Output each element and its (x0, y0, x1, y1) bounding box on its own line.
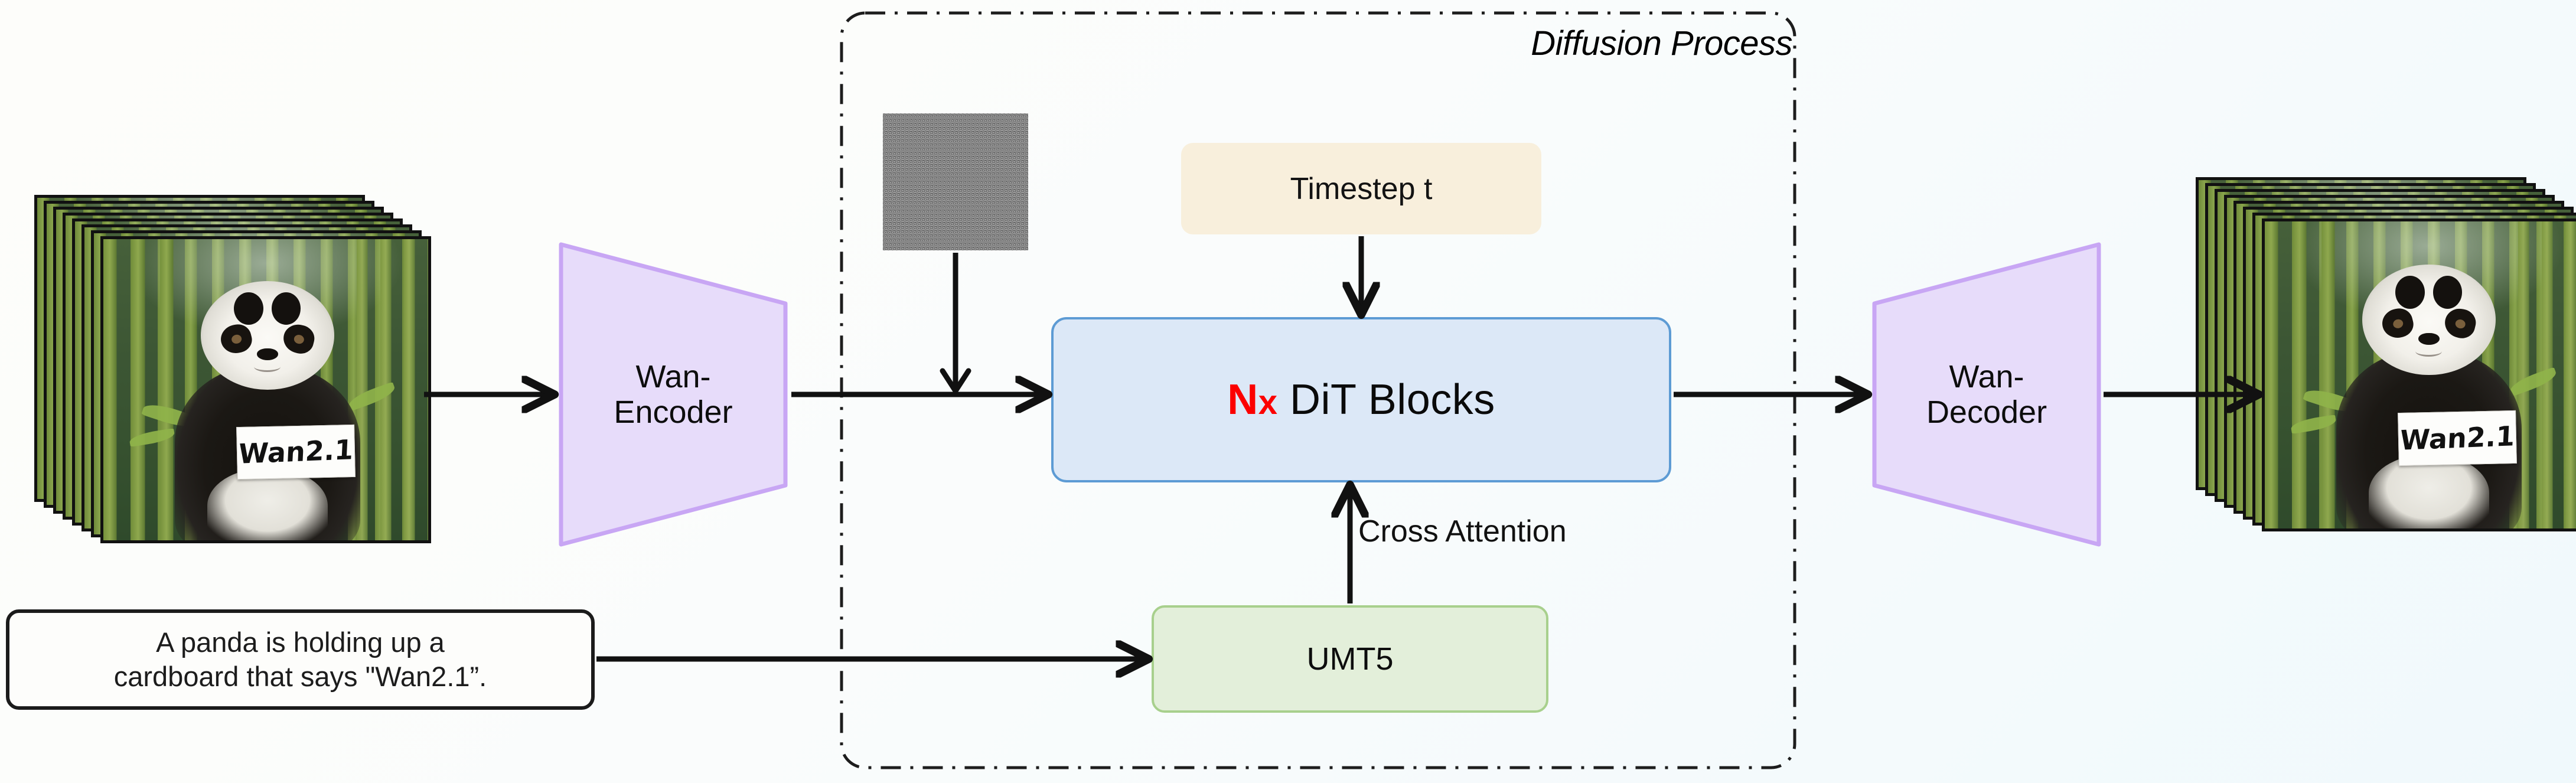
panda-mouth (2415, 346, 2443, 357)
sign-text: Wan2.1 (237, 433, 354, 471)
panda-ear-left (234, 292, 263, 325)
panda-eye-right (280, 321, 317, 357)
video-frame-front: Wan2.1 (100, 236, 431, 543)
encoder-shape (559, 242, 788, 547)
timestep-block[interactable]: Timestep t (1181, 143, 1541, 234)
panda-eye-left (2379, 305, 2416, 341)
gaussian-noise-patch (883, 113, 1028, 250)
panda-eye-left (217, 321, 255, 357)
dit-blocks-text: DiT Blocks (1290, 376, 1495, 423)
panda-ear-right (2432, 275, 2463, 309)
wan-encoder-block[interactable]: Wan- Encoder (557, 241, 789, 548)
panda-nose (256, 348, 278, 361)
dit-repeat-count: N (1227, 376, 1258, 423)
prompt-input-box[interactable]: A panda is holding up a cardboard that s… (6, 609, 595, 710)
sign-text: Wan2.1 (2399, 420, 2515, 457)
input-video-stack: Wan2.1 (9, 195, 431, 543)
panda-nose (2418, 332, 2440, 345)
timestep-label: Timestep t (1290, 171, 1433, 206)
cross-attention-label: Cross Attention (1358, 514, 1567, 549)
umt5-text-encoder-block[interactable]: UMT5 (1152, 605, 1548, 713)
wan-decoder-block[interactable]: Wan- Decoder (1871, 241, 2102, 548)
dit-multiply-symbol: x (1258, 383, 1278, 422)
diffusion-process-label: Diffusion Process (1531, 24, 1792, 63)
decoder-shape (1872, 242, 2101, 547)
dit-blocks-block[interactable]: Nx DiT Blocks (1051, 317, 1671, 482)
cardboard-sign: Wan2.1 (236, 425, 356, 479)
video-frame-front: Wan2.1 (2262, 218, 2576, 531)
output-video-stack: Wan2.1 (2174, 177, 2576, 543)
umt5-label: UMT5 (1306, 641, 1394, 677)
cardboard-sign: Wan2.1 (2397, 410, 2517, 466)
panda-ear-right (271, 292, 301, 325)
panda-ear-left (2395, 275, 2425, 309)
prompt-text: A panda is holding up a cardboard that s… (113, 626, 487, 692)
dit-blocks-label: Nx DiT Blocks (1227, 376, 1495, 424)
panda-mouth (254, 361, 281, 372)
panda-eye-right (2441, 305, 2479, 341)
